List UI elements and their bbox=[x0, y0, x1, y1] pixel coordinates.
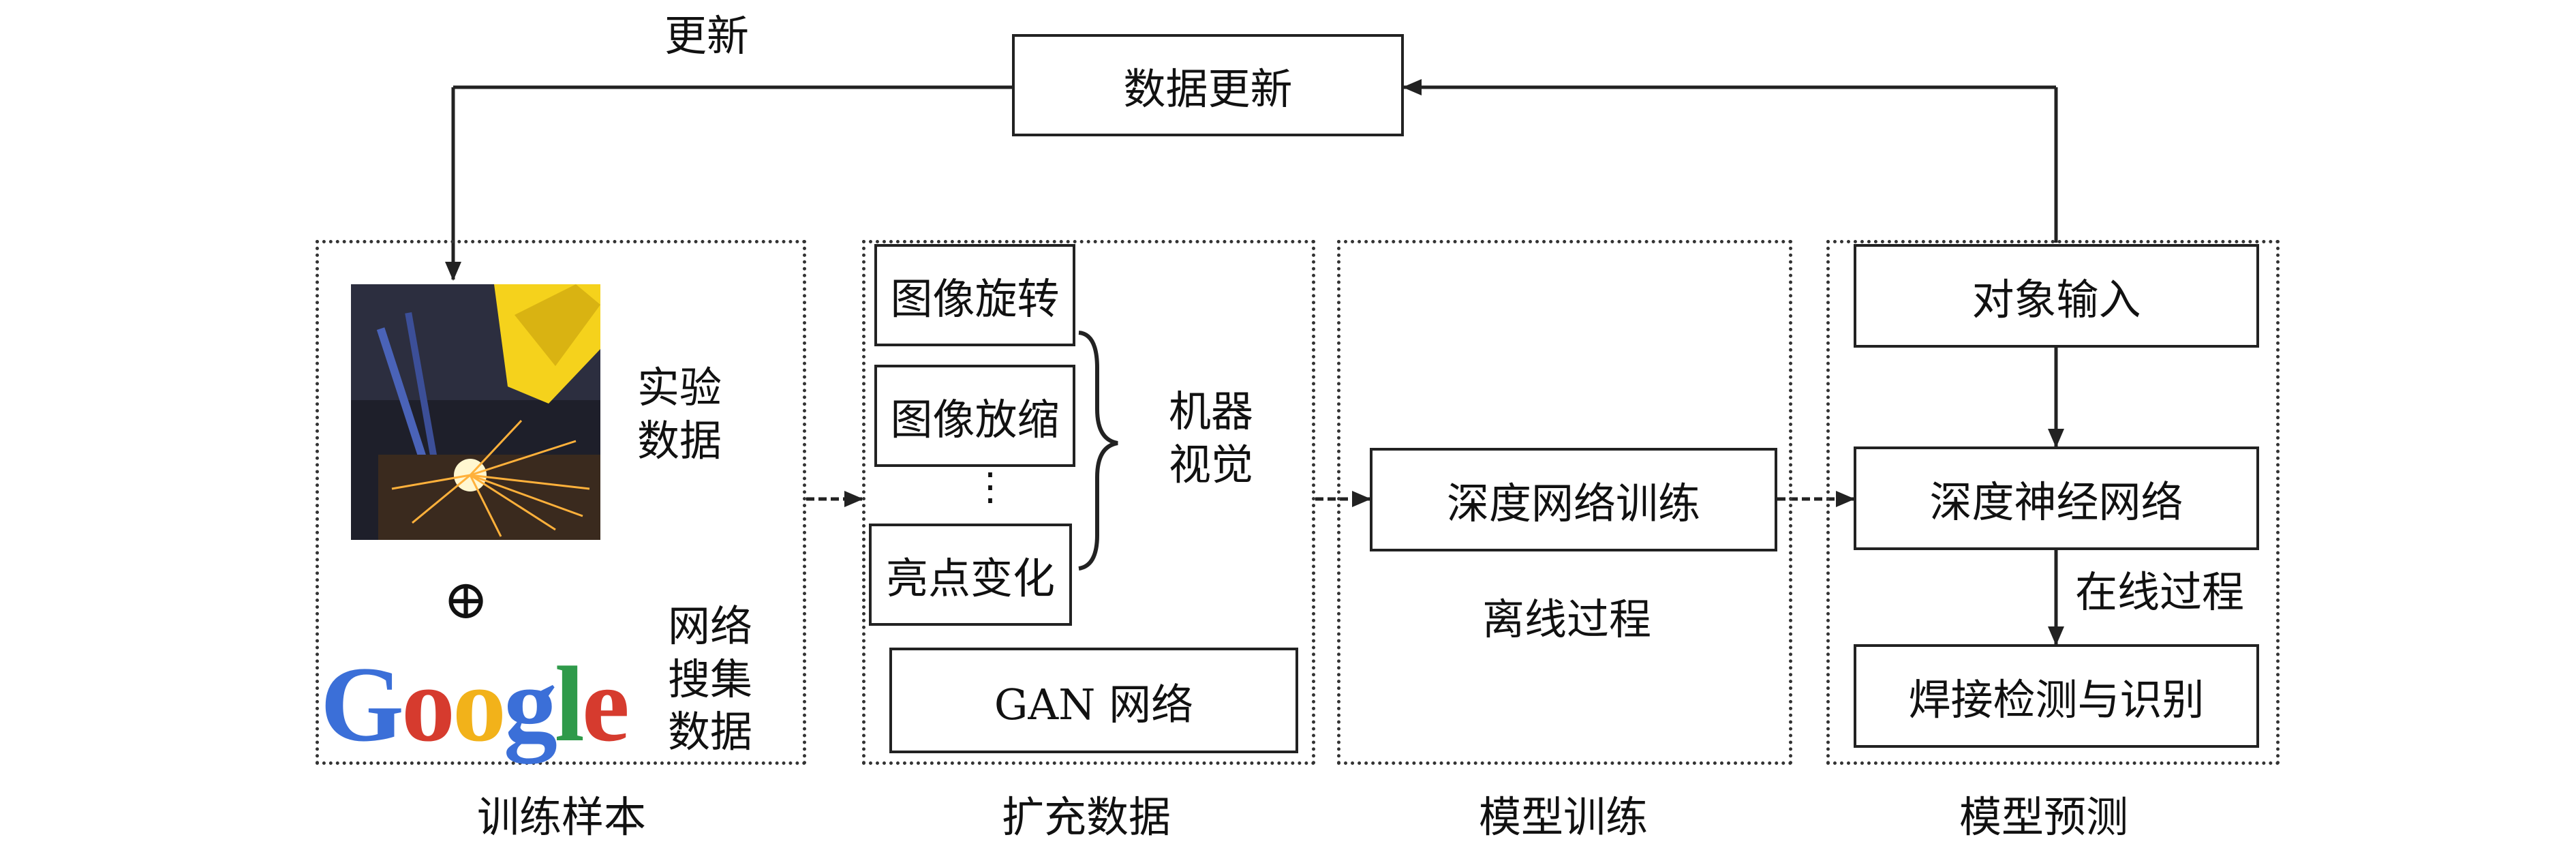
augmented-data-caption: 扩充数据 bbox=[1002, 792, 1171, 842]
model-training-panel bbox=[1337, 240, 1792, 765]
deep-network-training-box: 深度网络训练 bbox=[1370, 448, 1777, 551]
training-samples-caption: 训练样本 bbox=[477, 792, 647, 842]
curly-brace bbox=[1078, 331, 1118, 571]
training-samples-panel bbox=[316, 240, 806, 765]
offline-process-label: 离线过程 bbox=[1482, 594, 1652, 644]
update-label: 更新 bbox=[664, 11, 750, 61]
object-input-box: 对象输入 bbox=[1854, 244, 2259, 348]
machine-vision-label: 机器 视觉 bbox=[1169, 387, 1254, 489]
network-data-label: 网络 搜集 数据 bbox=[668, 601, 753, 757]
ellipsis: ⋮ bbox=[971, 465, 1009, 509]
rotate-box: 图像旋转 bbox=[874, 244, 1075, 346]
scale-box: 图像放缩 bbox=[874, 365, 1075, 467]
brightness-box: 亮点变化 bbox=[869, 524, 1072, 626]
welding-detection-box: 焊接检测与识别 bbox=[1854, 644, 2259, 748]
gan-box: GAN 网络 bbox=[889, 648, 1298, 753]
experiment-data-label: 实验 数据 bbox=[637, 363, 722, 466]
online-process-label: 在线过程 bbox=[2075, 567, 2245, 617]
augmented-data-panel bbox=[862, 240, 1315, 765]
model-training-caption: 模型训练 bbox=[1479, 792, 1649, 842]
data-update-box: 数据更新 bbox=[1012, 34, 1404, 136]
plus-symbol: ⊕ bbox=[443, 568, 489, 631]
google-logo: Google bbox=[320, 645, 630, 764]
welding-photo bbox=[351, 284, 600, 540]
model-prediction-caption: 模型预测 bbox=[1959, 792, 2129, 842]
model-prediction-panel bbox=[1826, 240, 2280, 765]
deep-neural-network-box: 深度神经网络 bbox=[1854, 446, 2259, 550]
